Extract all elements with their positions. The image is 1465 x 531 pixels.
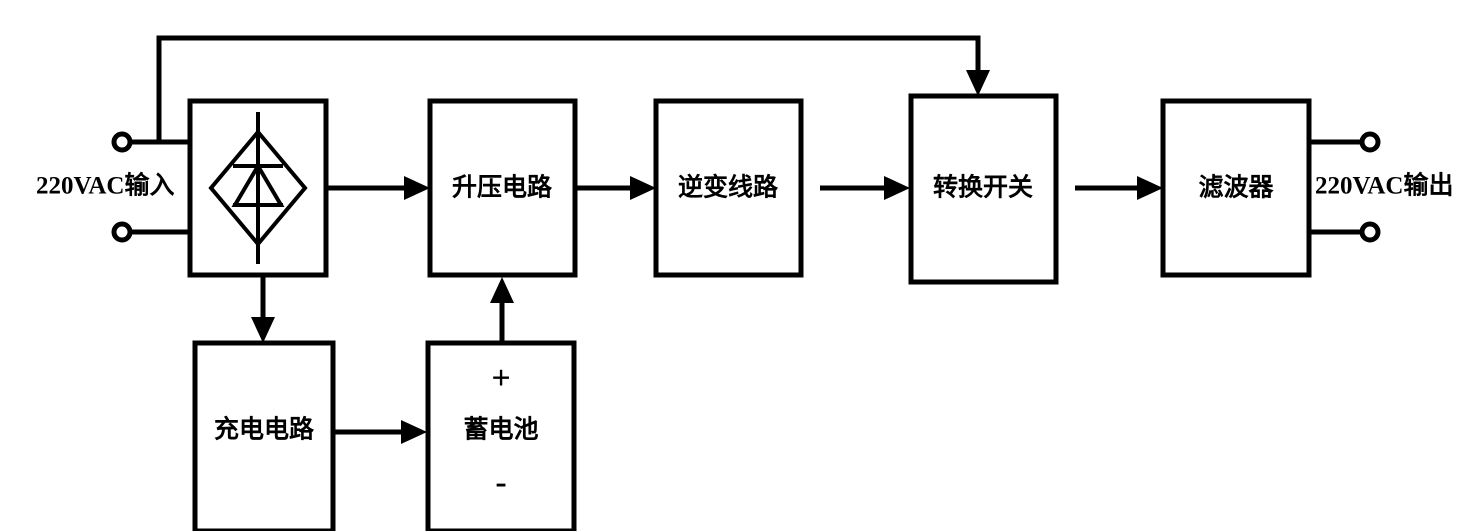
arrow-transfer-switch-to-filter [1075,176,1163,200]
arrow-rectifier-to-charger [251,277,275,343]
arrow-charger-to-battery [335,420,427,444]
battery-minus-label: - [495,464,506,501]
arrow-rectifier-to-boost [328,176,430,200]
bypass-wire [156,35,981,142]
bypass-line-group [156,35,990,142]
block-boost[interactable]: 升压电路 [427,98,578,278]
input-terminal-bottom-circle-icon [111,221,133,243]
input-label: 220VAC输入 [36,171,174,200]
arrow-head-icon [404,176,430,200]
block-rectifier[interactable] [187,98,329,278]
inverter-label: 逆变线路 [678,173,779,202]
arrow-inverter-to-transfer-switch [820,176,910,200]
block-charger[interactable]: 充电电路 [192,340,336,531]
arrow-head-icon [630,176,656,200]
input-terminal-top-circle-icon [111,131,133,153]
arrow-head-icon [884,176,910,200]
battery-plus-label: + [491,360,510,397]
battery-label: 蓄电池 [463,416,538,444]
charger-label: 充电电路 [214,415,315,444]
filter-box[interactable] [1160,98,1312,278]
arrow-head-icon [251,317,275,343]
transfer-switch-box[interactable] [908,93,1059,285]
output-label: 220VAC输出 [1315,171,1453,200]
charger-box[interactable] [192,340,336,531]
boost-label: 升压电路 [452,174,553,202]
arrow-head-icon [401,420,427,444]
input-terminal-group [111,131,190,243]
bypass-arrow-head-icon [966,70,990,96]
bridge-rectifier-diamond-icon [208,128,308,248]
output-terminal-bottom-circle-icon [1359,221,1381,243]
output-terminal-top-circle-icon [1359,131,1381,153]
block-battery[interactable]: + 蓄电池 - [425,340,577,531]
arrow-boost-to-inverter [577,176,656,200]
block-filter[interactable]: 滤波器 [1160,98,1312,278]
boost-box[interactable] [427,98,578,278]
block-transfer-switch[interactable]: 转换开关 [908,93,1059,285]
output-terminal-group [1307,131,1381,243]
filter-label: 滤波器 [1198,174,1274,202]
transfer-switch-label: 转换开关 [933,173,1033,202]
arrow-head-icon [1137,176,1163,200]
inverter-box[interactable] [653,98,804,278]
arrow-head-icon [490,277,514,303]
battery-box[interactable] [425,340,577,531]
arrow-battery-to-boost [490,277,514,341]
block-inverter[interactable]: 逆变线路 [653,98,804,278]
